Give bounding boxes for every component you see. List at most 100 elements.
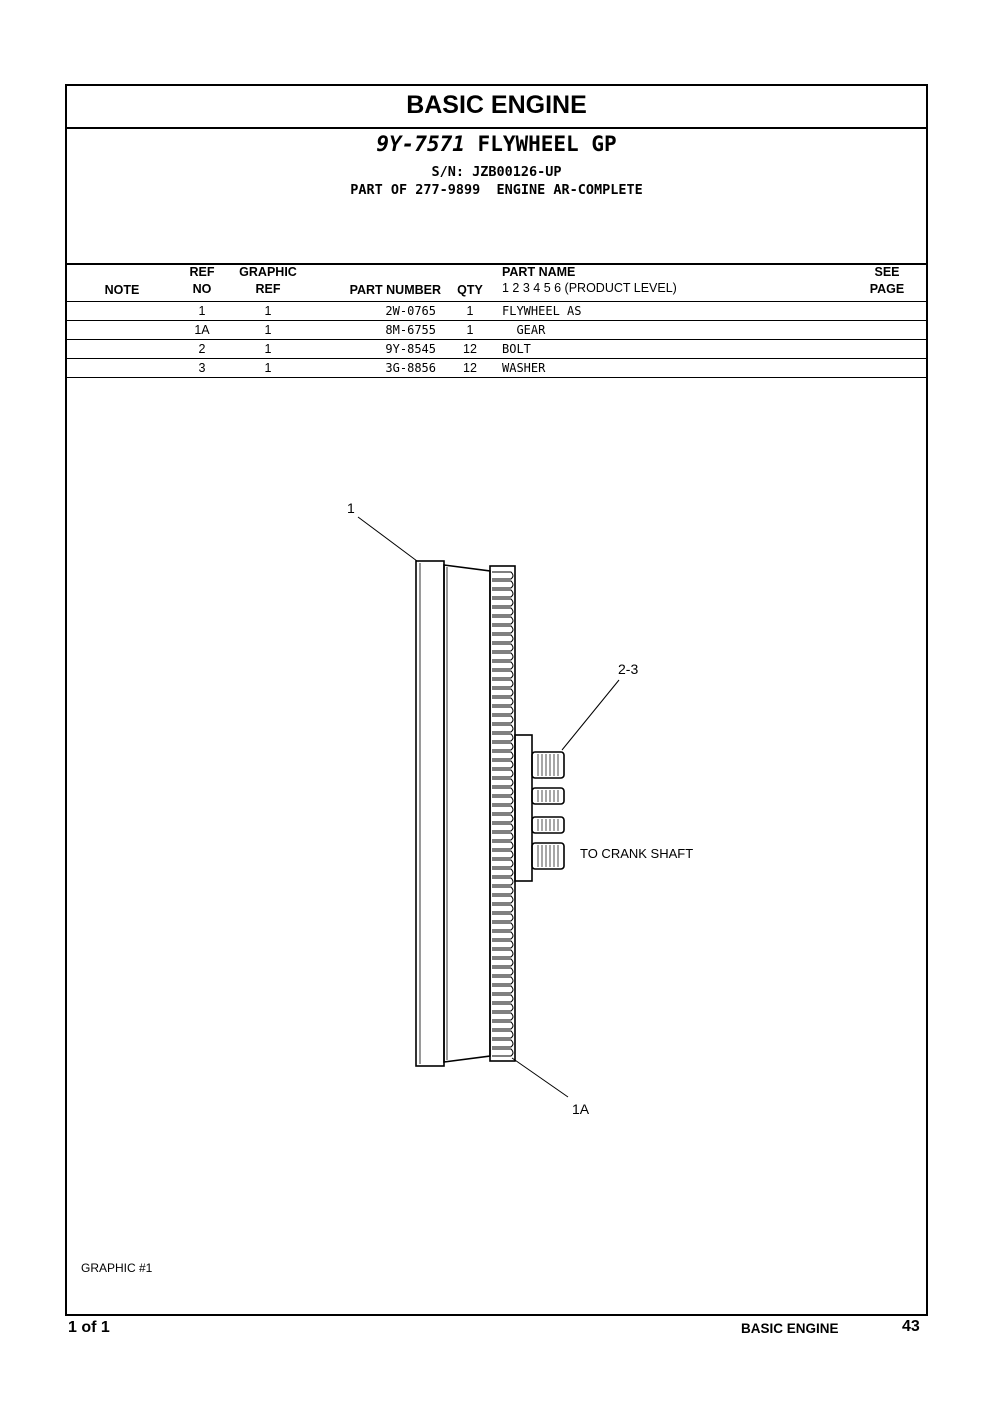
bolt: [531, 751, 565, 779]
callout-1a: 1A: [572, 1101, 590, 1117]
row-qty: 12: [463, 361, 477, 375]
hub: [514, 734, 533, 882]
gear-tooth: [492, 697, 514, 706]
table-row: 1 1 2W-0765 1 FLYWHEEL AS: [67, 301, 926, 320]
gear-tooth: [492, 859, 514, 868]
gear-tooth: [492, 742, 514, 751]
gear-tooth: [492, 895, 514, 904]
gear-tooth: [492, 1048, 514, 1057]
bolt: [531, 816, 565, 834]
row-qty: 1: [466, 304, 474, 318]
row-ref: 1A: [194, 323, 210, 337]
row-ref: 3: [198, 361, 206, 375]
gear-tooth: [492, 607, 514, 616]
gear-tooth: [492, 994, 514, 1003]
gear-tooth: [492, 841, 514, 850]
gear-tooth: [492, 1012, 514, 1021]
gear-tooth: [492, 1030, 514, 1039]
gear-tooth: [492, 877, 514, 886]
gear-tooth: [492, 985, 514, 994]
gear-tooth: [492, 940, 514, 949]
row-graphic-ref: 1: [264, 304, 272, 318]
gear-tooth: [492, 733, 514, 742]
group-name: FLYWHEEL GP: [477, 132, 617, 156]
row-part-number: 3G-8856: [385, 361, 436, 375]
callout-1: 1: [347, 500, 355, 516]
gear-tooth: [492, 922, 514, 931]
gear-tooth: [492, 823, 514, 832]
crank-shaft-note: TO CRANK SHAFT: [580, 846, 694, 861]
row-graphic-ref: 1: [264, 342, 272, 356]
gear-tooth: [492, 958, 514, 967]
gear-tooth: [492, 769, 514, 778]
header-qty: QTY: [457, 283, 483, 297]
gear-tooth: [492, 715, 514, 724]
leader-2-3: [561, 679, 620, 751]
gear-tooth: [492, 688, 514, 697]
gear-tooth: [492, 787, 514, 796]
row-part-number: 2W-0765: [385, 304, 436, 318]
page-number: 43: [902, 1318, 920, 1335]
group-title: 9Y-7571 FLYWHEEL GP: [67, 132, 926, 156]
row-ref: 2: [198, 342, 206, 356]
gear-tooth: [492, 670, 514, 679]
gear-tooth: [492, 949, 514, 958]
serial-number: S/N: JZB00126-UP: [431, 164, 562, 180]
header-see-bottom: PAGE: [869, 282, 905, 296]
row-part-name: BOLT: [502, 342, 531, 356]
gear-tooth: [492, 580, 514, 589]
header-ref-bottom: NO: [192, 282, 212, 296]
gear-tooth: [492, 616, 514, 625]
bolts: [531, 751, 565, 870]
row-qty: 1: [466, 323, 474, 337]
gear-tooth: [492, 913, 514, 922]
gear-tooth: [492, 967, 514, 976]
row-graphic-ref: 1: [264, 323, 272, 337]
gear-tooth: [492, 1021, 514, 1030]
callout-2-3: 2-3: [618, 661, 639, 677]
row-part-number: 9Y-8545: [385, 342, 436, 356]
gear-tooth: [492, 625, 514, 634]
gear-tooth: [492, 652, 514, 661]
row-part-name: WASHER: [502, 361, 546, 375]
section-title: BASIC ENGINE: [406, 91, 587, 119]
gear-tooth: [492, 976, 514, 985]
bolt: [531, 842, 565, 870]
gear-tooth: [492, 805, 514, 814]
gear-tooth: [492, 760, 514, 769]
gear-tooth: [492, 589, 514, 598]
table-row: 3 1 3G-8856 12 WASHER: [67, 358, 926, 378]
gear-tooth: [492, 904, 514, 913]
header-product-level: 1 2 3 4 5 6 (PRODUCT LEVEL): [502, 281, 677, 295]
gear-tooth: [492, 598, 514, 607]
title-bar: BASIC ENGINE: [67, 86, 926, 129]
table-row: 1A 1 8M-6755 1 GEAR: [67, 320, 926, 339]
part-of-line: PART OF 277-9899 ENGINE AR-COMPLETE: [350, 182, 643, 198]
group-header: 9Y-7571 FLYWHEEL GP S/N: JZB00126-UP PAR…: [67, 129, 926, 265]
graphic-label: GRAPHIC #1: [81, 1261, 153, 1275]
gear-tooth: [492, 679, 514, 688]
gear-tooth: [492, 931, 514, 940]
table-row: 2 1 9Y-8545 12 BOLT: [67, 339, 926, 358]
gear-tooth: [492, 1039, 514, 1048]
header-part-number: PART NUMBER: [349, 283, 441, 297]
gear-tooth: [492, 796, 514, 805]
header-note: NOTE: [104, 283, 140, 297]
row-part-name: FLYWHEEL AS: [502, 304, 582, 318]
gear-tooth: [492, 850, 514, 859]
gear-tooth: [492, 868, 514, 877]
leader-1a: [511, 1057, 569, 1098]
row-qty: 12: [463, 342, 477, 356]
header-ref-top: REF: [189, 265, 215, 279]
bolt: [531, 787, 565, 805]
header-graphic-top: GRAPHIC: [239, 265, 297, 279]
gear-tooth: [492, 571, 514, 580]
page-of-label: 1 of 1: [68, 1319, 110, 1336]
page-frame: BASIC ENGINE 9Y-7571 FLYWHEEL GP S/N: JZ…: [65, 84, 928, 1316]
header-graphic-bottom: REF: [255, 282, 281, 296]
leader-1: [357, 516, 418, 562]
row-ref: 1: [198, 304, 206, 318]
row-graphic-ref: 1: [264, 361, 272, 375]
gear-tooth: [492, 724, 514, 733]
